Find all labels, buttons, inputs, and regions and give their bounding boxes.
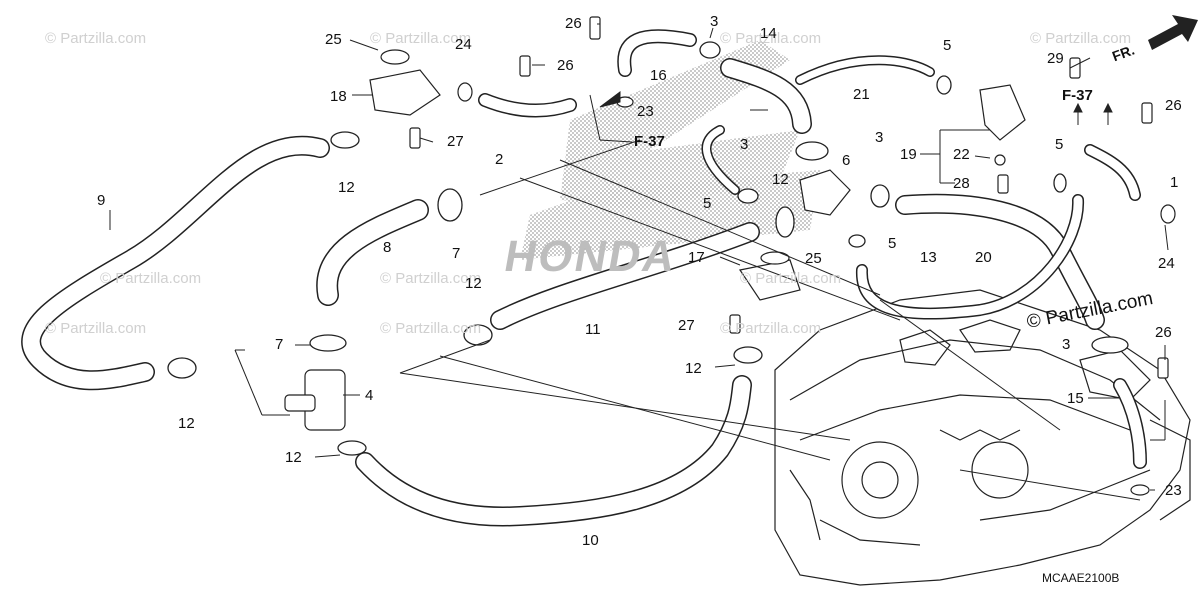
callout-26b[interactable]: 26 <box>557 57 574 74</box>
callout-8[interactable]: 8 <box>383 239 392 256</box>
callout-1[interactable]: 1 <box>1170 174 1179 191</box>
callout-12b[interactable]: 12 <box>772 171 789 188</box>
callout-23b[interactable]: 23 <box>1165 482 1182 499</box>
callout-24a[interactable]: 24 <box>455 36 472 53</box>
watermark-9: © Partzilla.com <box>380 320 482 337</box>
callout-26d[interactable]: 26 <box>1155 324 1172 341</box>
bolts <box>409 16 1169 379</box>
watermark-8: © Partzilla.com <box>45 320 147 337</box>
callout-24b[interactable]: 24 <box>1158 255 1175 272</box>
callout-23a[interactable]: 23 <box>637 103 654 120</box>
callout-29[interactable]: 29 <box>1047 50 1064 67</box>
section-ref-f37-center: F-37 <box>634 133 665 150</box>
callout-25b[interactable]: 25 <box>805 250 822 267</box>
callout-26c[interactable]: 26 <box>1165 97 1182 114</box>
callout-7b[interactable]: 7 <box>275 336 284 353</box>
callout-2[interactable]: 2 <box>495 151 504 168</box>
callout-7a[interactable]: 7 <box>452 245 461 262</box>
callout-12c[interactable]: 12 <box>465 275 482 292</box>
callout-5d[interactable]: 5 <box>1055 136 1064 153</box>
hoses <box>21 29 1147 527</box>
watermark-6: © Partzilla.com <box>380 270 482 287</box>
callout-11[interactable]: 11 <box>585 321 601 338</box>
callout-12f[interactable]: 12 <box>685 360 702 377</box>
callout-21[interactable]: 21 <box>853 86 870 103</box>
callout-20[interactable]: 20 <box>975 249 992 266</box>
callout-3b[interactable]: 3 <box>740 136 749 153</box>
callout-17[interactable]: 17 <box>688 249 705 266</box>
watermark-5: © Partzilla.com <box>100 270 202 287</box>
callout-26a[interactable]: 26 <box>565 15 582 32</box>
callout-14[interactable]: 14 <box>760 25 777 42</box>
callout-25a[interactable]: 25 <box>325 31 342 48</box>
diagram-code: MCAAE2100B <box>1042 571 1120 585</box>
callout-18[interactable]: 18 <box>330 88 347 105</box>
brand-watermark: HONDA <box>500 232 681 281</box>
watermark-2: © Partzilla.com <box>370 30 472 47</box>
callout-12e[interactable]: 12 <box>285 449 302 466</box>
callout-3a[interactable]: 3 <box>710 13 719 30</box>
callout-22[interactable]: 22 <box>953 146 970 163</box>
watermark-10: © Partzilla.com <box>720 320 822 337</box>
callout-4[interactable]: 4 <box>365 387 374 404</box>
callout-12a[interactable]: 12 <box>338 179 355 196</box>
callout-10[interactable]: 10 <box>582 532 599 549</box>
callout-16[interactable]: 16 <box>650 67 667 84</box>
callout-3c[interactable]: 3 <box>875 129 884 146</box>
section-ref-f37-right: F-37 <box>1062 87 1093 104</box>
callout-9[interactable]: 9 <box>97 192 106 209</box>
callout-12d[interactable]: 12 <box>178 415 195 432</box>
watermark-1: © Partzilla.com <box>45 30 147 47</box>
front-direction-arrow <box>1148 15 1198 50</box>
callout-27b[interactable]: 27 <box>678 317 695 334</box>
hose-clamps <box>167 41 1129 456</box>
watermark-4: © Partzilla.com <box>1030 30 1132 47</box>
callout-15[interactable]: 15 <box>1067 390 1084 407</box>
callout-5c[interactable]: 5 <box>943 37 952 54</box>
callout-5b[interactable]: 5 <box>888 235 897 252</box>
engine-block <box>774 289 1191 586</box>
callout-27a[interactable]: 27 <box>447 133 464 150</box>
callout-19[interactable]: 19 <box>900 146 917 163</box>
watermark-3: © Partzilla.com <box>720 30 822 47</box>
callout-28[interactable]: 28 <box>953 175 970 192</box>
callout-6[interactable]: 6 <box>842 152 851 169</box>
callout-5a[interactable]: 5 <box>703 195 712 212</box>
callout-13[interactable]: 13 <box>920 249 937 266</box>
watermark-7: © Partzilla.com <box>740 270 842 287</box>
fittings <box>284 49 1176 496</box>
callout-3d[interactable]: 3 <box>1062 336 1071 353</box>
leader-lines <box>109 23 1169 501</box>
